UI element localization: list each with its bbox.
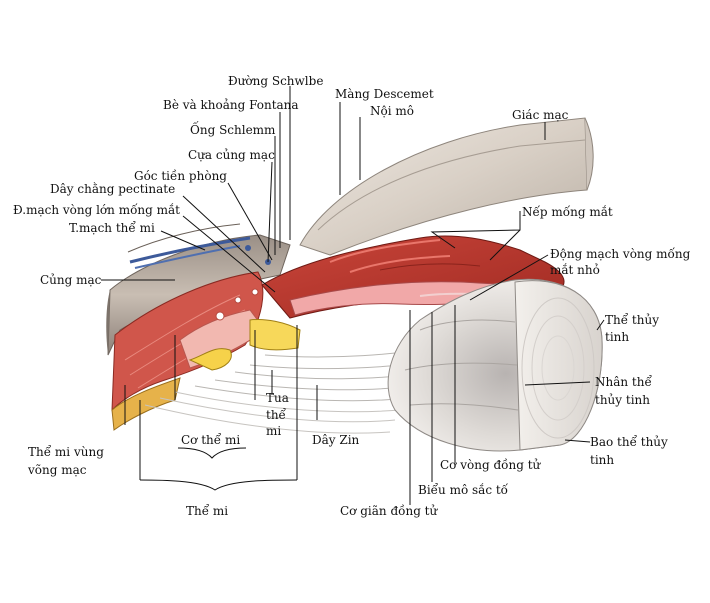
label-mang-descemet: Màng Descemet <box>335 87 434 101</box>
label-dong-mach-vong-nho-line1: Động mạch vòng mống <box>550 246 691 261</box>
label-the-mi-vung-line2: võng mạc <box>27 463 87 477</box>
label-cung-mac: Củng mạc <box>40 273 102 287</box>
label-dong-mach-vong-nho-line2: mắt nhỏ <box>550 262 600 277</box>
label-day-zin: Dây Zin <box>312 433 360 447</box>
label-be-khoang-fontana: Bè và khoảng Fontana <box>163 98 299 112</box>
leader-lines <box>101 86 605 505</box>
label-ong-schlemm: Ống Schlemm <box>190 120 276 137</box>
cornea <box>299 117 594 256</box>
label-nhan-the-line1: Nhân thể <box>595 374 652 389</box>
label-bao-the-line2: tinh <box>590 453 614 467</box>
label-nhan-the-line2: thủy tinh <box>595 393 650 407</box>
label-t-mach-the-mi: T.mạch thể mi <box>69 220 155 235</box>
label-co-gian-dong-tu: Cơ giãn đồng tử <box>340 503 439 518</box>
blood-vessels <box>129 236 271 269</box>
label-day-chang-pectinate: Dây chằng pectinate <box>50 181 175 196</box>
label-bieu-mo-sac-to: Biểu mô sắc tố <box>418 482 509 497</box>
ciliary-body <box>111 271 301 431</box>
label-co-the-mi: Cơ thể mi <box>181 432 240 447</box>
labels: Đường Schwlbe Màng Descemet Bè và khoảng… <box>13 74 691 518</box>
label-tua-line1: Tua <box>266 391 289 405</box>
label-nep-mong-mat: Nếp mống mắt <box>522 204 613 219</box>
label-the-thuy-tinh-line2: tinh <box>605 330 629 344</box>
label-dm-vong-lon: Đ.mạch vòng lớn mống mắt <box>13 202 180 217</box>
lens <box>387 278 603 452</box>
label-duong-schwalbe: Đường Schwlbe <box>228 74 323 88</box>
label-tua-line2: thể <box>266 407 287 422</box>
label-co-vong-dong-tu: Cơ vòng đồng tử <box>440 457 542 472</box>
label-the-mi-vung-line1: Thể mi vùng <box>28 444 104 459</box>
label-noi-mo: Nội mô <box>370 104 414 118</box>
label-goc-tien-phong: Góc tiền phòng <box>134 168 227 183</box>
label-tua-line3: mi <box>266 424 281 438</box>
label-cua-cung-mac: Cựa củng mạc <box>188 148 275 162</box>
label-bao-the-line1: Bao thể thủy <box>590 434 668 449</box>
label-the-mi: Thể mi <box>186 503 228 518</box>
label-giac-mac: Giác mạc <box>512 108 569 122</box>
label-the-thuy-tinh-line1: Thể thủy <box>605 312 659 327</box>
